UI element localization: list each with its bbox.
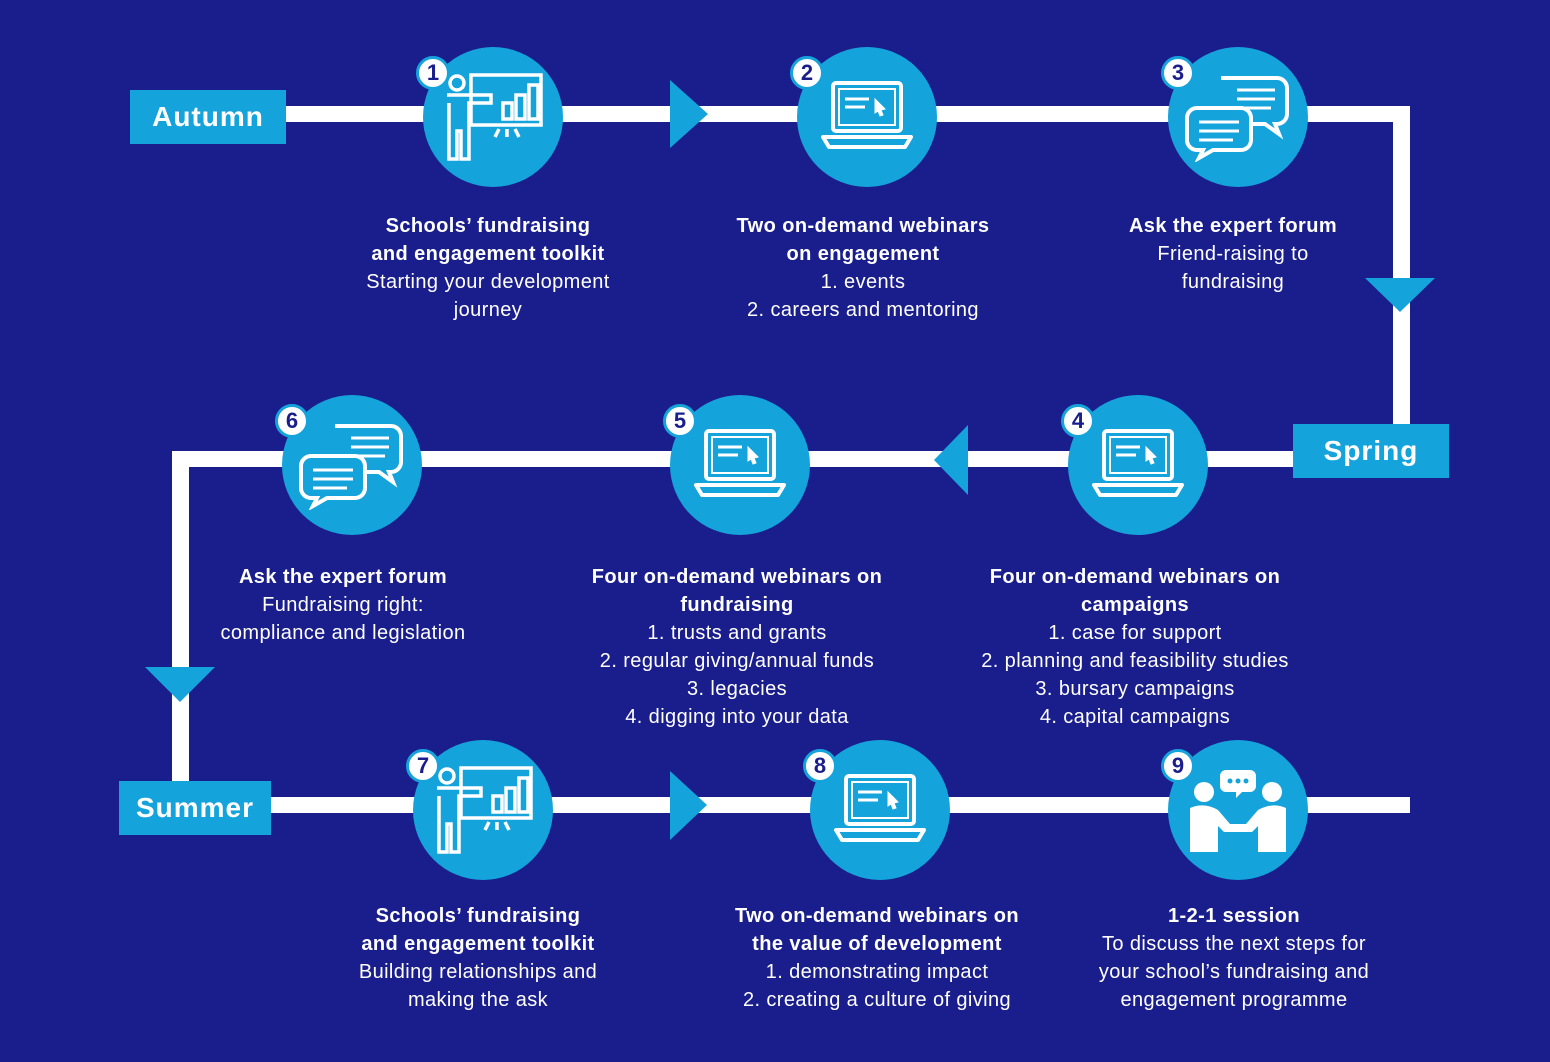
step-body-line: making the ask: [407, 989, 549, 1011]
step-body-line: journey: [453, 299, 523, 321]
arrow-down-left: [145, 667, 215, 702]
step-title-line: Schools’ fundraising: [385, 215, 591, 237]
step-title-line: Two on-demand webinars on: [734, 905, 1020, 927]
step-9-description: 1-2-1 session To discuss the next steps f…: [1069, 902, 1399, 1014]
step-body-line: To discuss the next steps for: [1102, 933, 1366, 955]
season-label-spring: Spring: [1293, 424, 1449, 478]
step-number-badge: 6: [275, 404, 309, 438]
arrow-down-right: [1365, 278, 1435, 312]
step-title-line: fundraising: [680, 594, 794, 616]
step-3-circle: [1168, 47, 1308, 187]
step-body-line: 4. digging into your data: [625, 706, 849, 728]
step-body-line: 3. legacies: [686, 678, 787, 700]
step-number-badge: 4: [1061, 404, 1095, 438]
step-body-line: 1. demonstrating impact: [765, 961, 989, 983]
step-number-badge: 7: [406, 749, 440, 783]
meeting-icon: [1186, 768, 1290, 857]
arrow-left-row-2: [934, 425, 968, 495]
step-number-badge: 9: [1161, 749, 1195, 783]
step-title-line: Four on-demand webinars on: [989, 566, 1281, 588]
chat-bubbles-icon: [297, 420, 407, 515]
season-label-summer: Summer: [119, 781, 271, 835]
step-number-badge: 8: [803, 749, 837, 783]
step-title-line: Schools’ fundraising: [375, 905, 581, 927]
chat-bubbles-icon: [1183, 72, 1293, 167]
step-body-line: 1. trusts and grants: [647, 622, 827, 644]
step-title-line: Two on-demand webinars: [736, 215, 990, 237]
step-body-line: Friend-raising to: [1157, 243, 1309, 265]
step-body-line: Building relationships and: [358, 961, 598, 983]
step-body-line: fundraising: [1181, 271, 1285, 293]
step-body-line: engagement programme: [1120, 989, 1348, 1011]
laptop-icon: [692, 425, 788, 510]
step-body-line: 1. case for support: [1048, 622, 1222, 644]
arrow-right-row-1: [670, 80, 708, 148]
step-body-line: 2. regular giving/annual funds: [599, 650, 875, 672]
step-title-line: on engagement: [786, 243, 940, 265]
step-body-line: 2. careers and mentoring: [747, 299, 979, 321]
step-7-description: Schools’ fundraising and engagement toolk…: [313, 902, 643, 1014]
presentation-icon: [431, 764, 535, 861]
step-title-line: Ask the expert forum: [238, 566, 448, 588]
path-left-vertical: [172, 451, 189, 811]
step-body-line: 2. planning and feasibility studies: [981, 650, 1289, 672]
step-2-description: Two on-demand webinars on engagement 1. ev…: [698, 212, 1028, 324]
step-5-description: Four on-demand webinars on fundraising 1. …: [572, 563, 902, 731]
laptop-icon: [832, 770, 928, 855]
season-label-autumn: Autumn: [130, 90, 286, 144]
step-body-line: 1. events: [820, 271, 906, 293]
step-title-line: Ask the expert forum: [1128, 215, 1338, 237]
step-body-line: Fundraising right:: [262, 594, 424, 616]
step-number-badge: 2: [790, 56, 824, 90]
step-number-badge: 1: [416, 56, 450, 90]
step-8-description: Two on-demand webinars on the value of de…: [712, 902, 1042, 1014]
step-body-line: compliance and legislation: [220, 622, 466, 644]
step-1-description: Schools’ fundraising and engagement toolk…: [323, 212, 653, 324]
step-body-line: 4. capital campaigns: [1039, 706, 1231, 728]
step-number-badge: 3: [1161, 56, 1195, 90]
step-title-line: 1-2-1 session: [1168, 905, 1300, 927]
step-title-line: and engagement toolkit: [361, 933, 595, 955]
step-body-line: Starting your development: [366, 271, 610, 293]
step-body-line: 2. creating a culture of giving: [742, 989, 1012, 1011]
arrow-right-row-3: [670, 771, 707, 840]
step-title-line: Four on-demand webinars on: [591, 566, 883, 588]
laptop-icon: [819, 77, 915, 162]
step-title-line: campaigns: [1080, 594, 1190, 616]
step-title-line: and engagement toolkit: [371, 243, 605, 265]
step-body-line: 3. bursary campaigns: [1035, 678, 1235, 700]
step-4-description: Four on-demand webinars on campaigns 1. ca…: [970, 563, 1300, 731]
step-number-badge: 5: [663, 404, 697, 438]
step-body-line: your school’s fundraising and: [1098, 961, 1370, 983]
step-title-line: the value of development: [752, 933, 1002, 955]
presentation-icon: [441, 71, 545, 168]
laptop-icon: [1090, 425, 1186, 510]
